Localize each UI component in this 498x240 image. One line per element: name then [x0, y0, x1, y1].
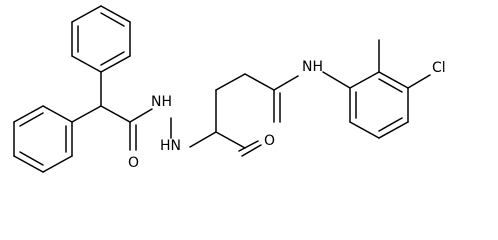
nh-label-1: NH: [151, 94, 172, 110]
molecule-svg: NH HN O O O NH Cl: [13, 5, 446, 173]
nh-label-3: NH: [302, 59, 323, 75]
benzhydryl-linkage: [71, 71, 153, 151]
chloromethylphenyl-ring: [322, 39, 431, 139]
structure-diagram: NH HN O O O NH Cl: [13, 5, 446, 173]
chloro-label: Cl: [432, 60, 446, 76]
hn-label-2: HN: [160, 138, 181, 154]
top-phenyl-ring: [71, 5, 131, 73]
bottom-phenyl-ring: [13, 105, 73, 173]
chloro-bond: [407, 74, 431, 89]
hydrazide-linkage: [170, 89, 262, 157]
atom-labels: NH HN O O O NH Cl: [128, 59, 446, 171]
oxygen-label-2: O: [264, 133, 275, 149]
succinyl-chain: [215, 73, 299, 123]
oxygen-label-1: O: [128, 155, 139, 171]
